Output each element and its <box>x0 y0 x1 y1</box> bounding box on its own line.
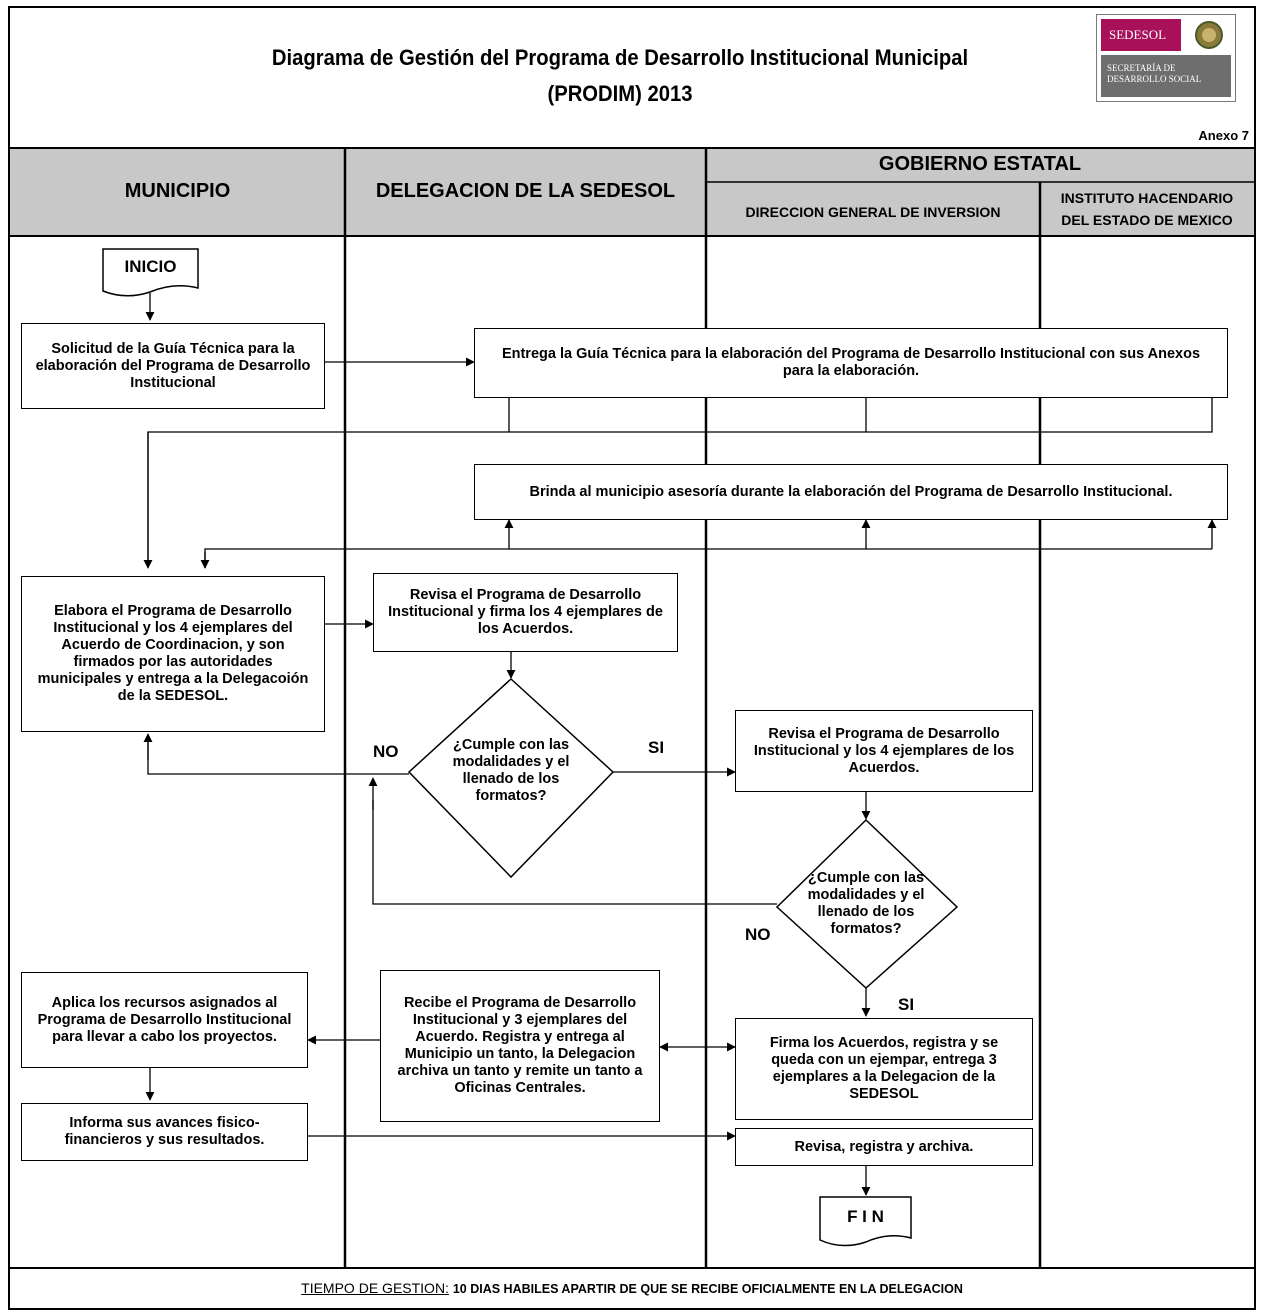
lane-header-instituto: INSTITUTO HACENDARIO DEL ESTADO DE MEXIC… <box>1060 190 1234 228</box>
decision-1-no-label: NO <box>373 742 399 761</box>
title-line-2: (PRODIM) 2013 <box>547 81 693 106</box>
lane-header-gobierno-estatal: GOBIERNO ESTATAL <box>878 153 1082 175</box>
fin-label: F I N <box>847 1207 884 1226</box>
revisa-direccion-box: Revisa el Programa de Desarrollo Institu… <box>735 710 1033 792</box>
brinda-box: Brinda al municipio asesoría durante la … <box>474 464 1228 520</box>
inicio-shape <box>102 248 199 297</box>
informa-box: Informa sus avances fisico-financieros y… <box>21 1103 308 1161</box>
entrega-box: Entrega la Guía Técnica para la elaborac… <box>474 328 1228 398</box>
lane-header-direccion: DIRECCION GENERAL DE INVERSION <box>745 204 1001 220</box>
decision-1-text: ¿Cumple con las modalidades y el llenado… <box>452 737 570 804</box>
eagle-seal-icon <box>1195 21 1223 49</box>
diagram-frame <box>8 6 1256 1310</box>
revisa-delegacion-box: Revisa el Programa de Desarrollo Institu… <box>373 573 678 652</box>
lane-header-band <box>10 148 1254 236</box>
lane-header-municipio: MUNICIPIO <box>124 180 231 202</box>
footer-key: TIEMPO DE GESTION: <box>301 1280 449 1296</box>
recibe-box: Recibe el Programa de Desarrollo Institu… <box>380 970 660 1122</box>
solicitud-box: Solicitud de la Guía Técnica para la ela… <box>21 323 325 409</box>
fin-shape <box>819 1196 912 1247</box>
aplica-box: Aplica los recursos asignados al Program… <box>21 972 308 1068</box>
tiempo-gestion-footer: TIEMPO DE GESTION: 10 DIAS HABILES APART… <box>10 1268 1254 1308</box>
decision-2-text: ¿Cumple con las modalidades y el llenado… <box>807 870 925 937</box>
elabora-box: Elabora el Programa de Desarrollo Instit… <box>21 576 325 732</box>
diagram-title: Diagrama de Gestión del Programa de Desa… <box>234 40 1007 112</box>
title-line-1: Diagrama de Gestión del Programa de Desa… <box>271 45 969 70</box>
decision-2-si-label: SI <box>898 995 915 1014</box>
anexo-label: Anexo 7 <box>1198 128 1249 143</box>
footer-value: 10 DIAS HABILES APARTIR DE QUE SE RECIBE… <box>452 1282 963 1296</box>
revisa-registra-box: Revisa, registra y archiva. <box>735 1128 1033 1166</box>
decision-1-si-label: SI <box>648 738 665 757</box>
logo-brand: SEDESOL <box>1101 19 1181 51</box>
decision-2-no-label: NO <box>745 925 771 944</box>
lane-header-delegacion: DELEGACION DE LA SEDESOL <box>375 180 676 202</box>
firma-box: Firma los Acuerdos, registra y se queda … <box>735 1018 1033 1120</box>
sedesol-logo: SEDESOL SECRETARÍA DE DESARROLLO SOCIAL <box>1096 14 1236 102</box>
inicio-label: INICIO <box>124 257 177 276</box>
logo-subtitle: SECRETARÍA DE DESARROLLO SOCIAL <box>1101 55 1231 97</box>
decision-1-diamond <box>407 677 615 879</box>
